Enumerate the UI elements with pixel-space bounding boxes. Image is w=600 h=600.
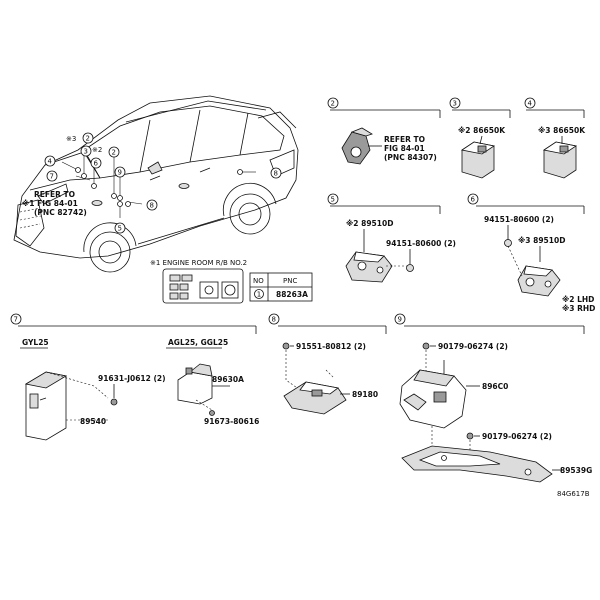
section-8-part-a: 91551-80812 (2) (296, 342, 366, 351)
callout-8: 8 (150, 202, 154, 210)
section-9-part-a: 90179-06274 (2) (438, 342, 508, 351)
table-row-pnc: 88263A (276, 290, 308, 299)
section-5-part-b: 94151-80600 (2) (386, 239, 456, 248)
section-7-variant-b: AGL25, GGL25 (168, 338, 228, 347)
callout-8b: 8 (274, 170, 278, 178)
refer-to-line2: ※1 FIG 84-01 (22, 199, 78, 208)
note-2-mark: ※2 (92, 146, 102, 154)
legend-rhd: ※3 RHD (562, 304, 595, 313)
section-7-variant-a: GYL25 (22, 338, 49, 347)
section-9-number: 9 (398, 316, 402, 324)
section-8-part-b: 89180 (352, 390, 378, 399)
section-8-number: 8 (272, 316, 276, 324)
section-5: 5 ※2 89510D 94151-80600 (2) (327, 193, 456, 283)
callout-7: 7 (50, 173, 54, 181)
callout-3: 3 (84, 148, 88, 156)
section-5-number: 5 (331, 196, 335, 204)
table-header-no: NO (253, 277, 264, 285)
section-2-refer-line3: (PNC 84307) (384, 153, 437, 162)
vehicle-callouts: ※3 2 3 4 6 7 ※2 2 9 5 8 8 REFER TO ※1 FI… (22, 132, 282, 234)
section-7-part-c: 89630A (212, 375, 244, 384)
callout-5: 5 (118, 225, 122, 233)
section-6-part-a: 94151-80600 (2) (484, 215, 554, 224)
section-6-number: 6 (471, 196, 476, 204)
section-9-part-c: 90179-06274 (2) (482, 432, 552, 441)
section-7-number: 7 (14, 316, 18, 324)
table-row-no: 1 (257, 291, 261, 299)
section-8: 8 91551-80812 (2) 89180 (268, 313, 387, 415)
section-6: 6 94151-80600 (2) ※3 89510D ※2 LHD ※3 RH… (467, 193, 595, 313)
legend-lhd: ※2 LHD (562, 295, 594, 304)
section-7-part-b: 89540 (80, 417, 106, 426)
section-4: 4 ※3 86650K (524, 97, 586, 179)
section-7: 7 GYL25 AGL25, GGL25 91631-J0612 (2) 895… (10, 313, 259, 441)
callout-6: 6 (94, 160, 99, 168)
vehicle-illustration (13, 95, 299, 273)
section-9-part-b: 896C0 (482, 382, 508, 391)
section-3-part: ※2 86650K (458, 126, 506, 135)
refer-to-line1: REFER TO (34, 190, 75, 199)
section-2-refer-line2: FIG 84-01 (384, 144, 425, 153)
callout-4: 4 (48, 158, 53, 166)
section-2-number: 2 (331, 100, 335, 108)
figure-code: 84G617B (557, 490, 590, 498)
section-6-part-b: ※3 89510D (518, 236, 565, 245)
section-9: 9 90179-06274 (2) 896C0 90179-06274 (2) … (394, 313, 592, 483)
callout-2b: 2 (112, 149, 116, 157)
engine-room-label: ※1 ENGINE ROOM R/B NO.2 (150, 259, 247, 267)
engine-room-relay-block: ※1 ENGINE ROOM R/B NO.2 NO PNC 1 88263A (150, 259, 313, 304)
callout-2: 2 (86, 135, 90, 143)
note-3-mark: ※3 (66, 135, 76, 143)
section-2-refer-line1: REFER TO (384, 135, 425, 144)
section-3: 3 ※2 86650K (449, 97, 511, 179)
section-4-part: ※3 86650K (538, 126, 586, 135)
table-header-pnc: PNC (283, 277, 297, 285)
section-9-part-d: 89539G (560, 466, 592, 475)
section-3-number: 3 (453, 100, 457, 108)
refer-to-line3: (PNC 82742) (34, 208, 87, 217)
section-7-part-d: 91673-80616 (204, 417, 259, 426)
section-4-number: 4 (528, 100, 533, 108)
section-5-part-a: ※2 89510D (346, 219, 393, 228)
section-7-part-a: 91631-J0612 (2) (98, 374, 166, 383)
section-2: 2 REFER TO FIG 84-01 (PNC 84307) (327, 97, 441, 165)
callout-9: 9 (118, 169, 122, 177)
